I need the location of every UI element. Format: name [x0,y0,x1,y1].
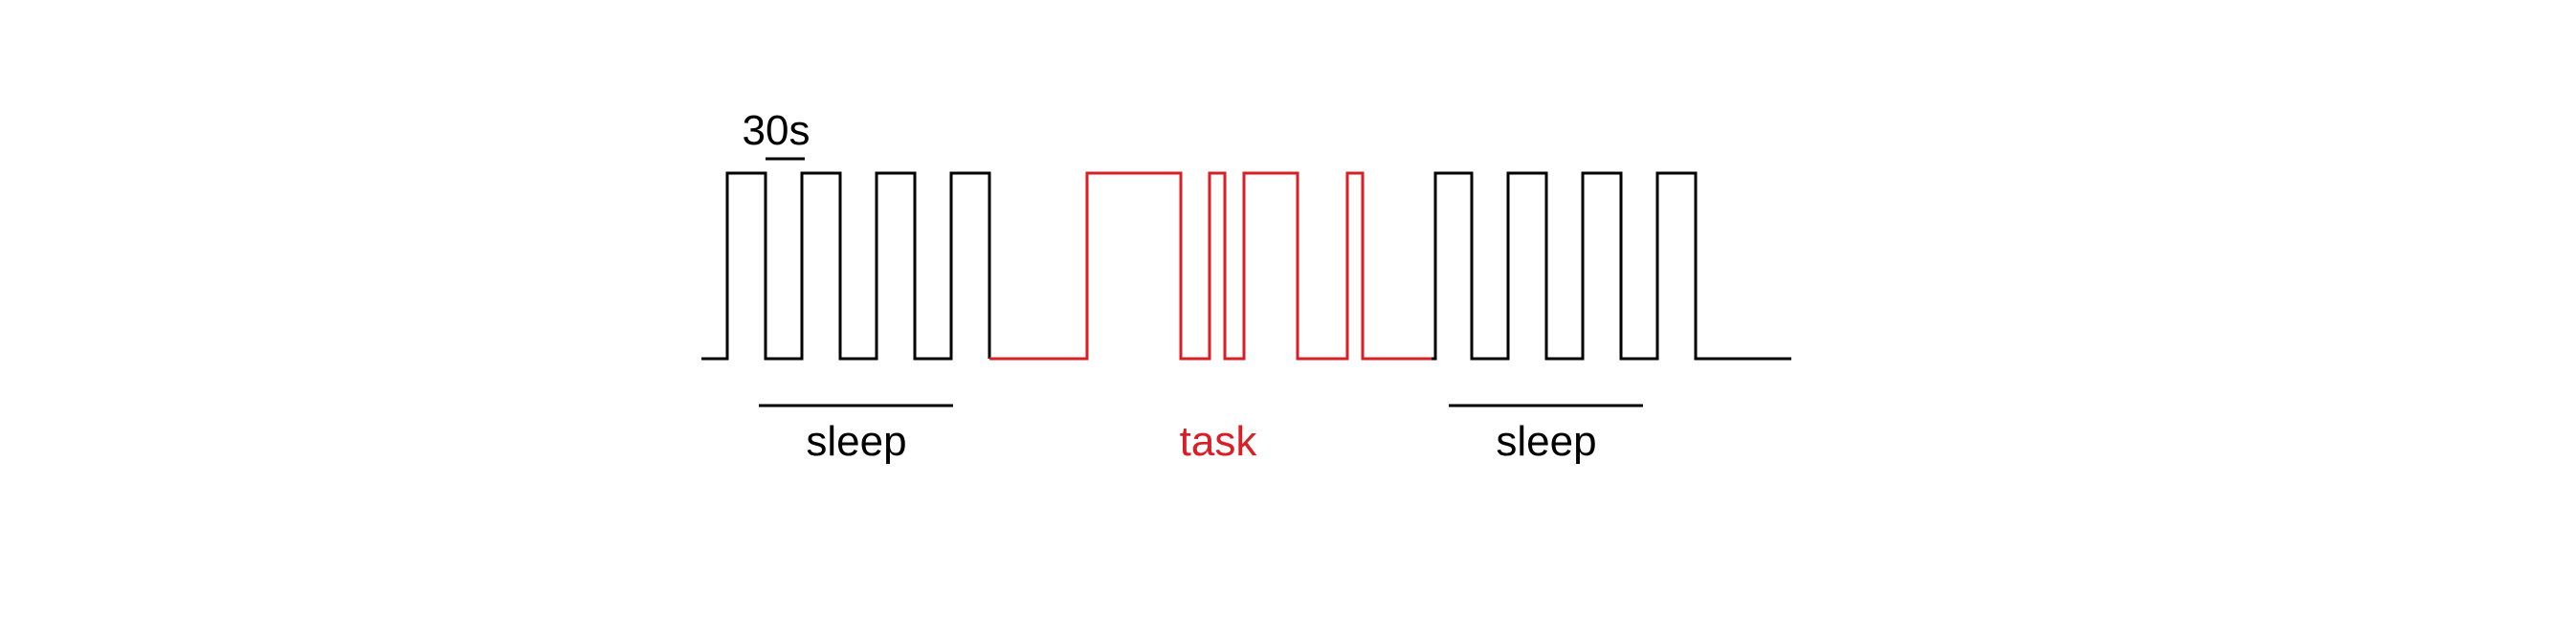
scale-label: 30s [743,107,811,154]
waveform-sleep-2 [1432,171,1791,361]
phase-label-task: task [1180,418,1258,465]
waveform-task [989,171,1432,361]
waveform-sleep-1 [701,171,991,361]
phase-label-sleep-2: sleep [1496,418,1596,465]
phase-label-sleep-1: sleep [806,418,906,465]
